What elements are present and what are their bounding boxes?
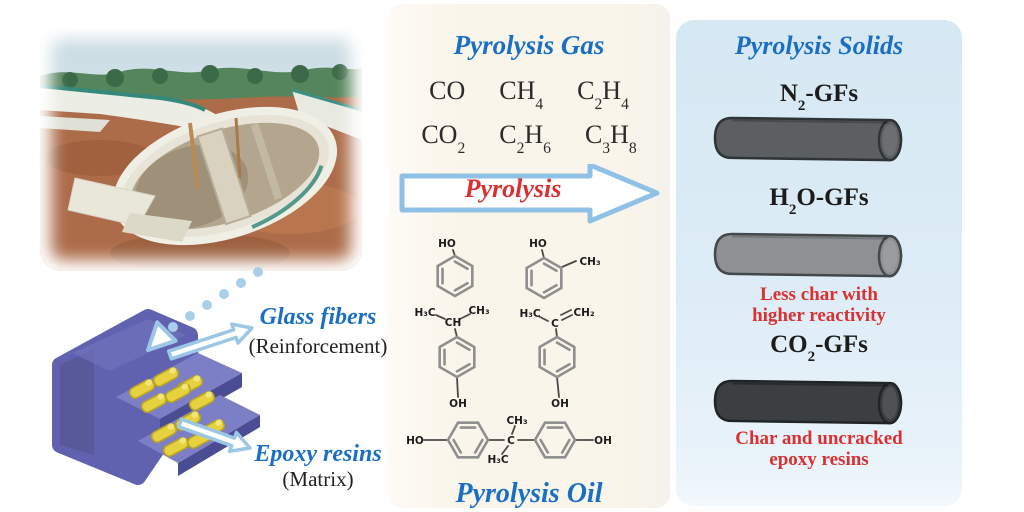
co2-gfs-label: CO2-GFs [770, 331, 868, 366]
n2-gfs-cylinder [713, 116, 903, 162]
note-line-1: Char and uncracked [735, 428, 903, 449]
bonds [423, 249, 594, 455]
bpa-c: C [507, 435, 515, 447]
cylinder-body [713, 232, 903, 278]
blade-piece-right [292, 90, 362, 140]
ipp-oh: OH [449, 398, 467, 410]
end-cap-sheen [882, 240, 898, 273]
end-cap-sheen [882, 387, 898, 420]
cylinder-rim [732, 382, 889, 387]
cresol-ch3: CH₃ [579, 256, 600, 268]
cylinder-rim [732, 119, 889, 124]
cylinder-end-cap [877, 234, 903, 278]
ipp-h3c: H₃C [414, 307, 435, 319]
shear-web [196, 127, 252, 226]
gas-formula: CO2 [421, 120, 466, 157]
wood-prop [188, 122, 200, 189]
pyrolysis-solids-title: Pyrolysis Solids [734, 31, 904, 60]
ipp-ch: CH [445, 317, 462, 329]
note-line-1: Less char with [760, 284, 878, 305]
co2-gfs-note: Char and uncracked epoxy resins [676, 428, 962, 470]
h2o-gfs-label: H2O-GFs [769, 184, 869, 219]
ipe-c: C [551, 318, 559, 330]
wind-blade-photo [40, 28, 362, 271]
pyrolysis-oil-title: Pyrolysis Oil [455, 478, 603, 509]
composite-block-illustration [52, 309, 260, 485]
blade-long-left [40, 86, 218, 132]
blade-piece-back [40, 116, 110, 132]
block-left-shade [60, 349, 94, 455]
reinforcement-label: (Reinforcement) [248, 334, 388, 358]
gas-formula-row: CO2 C2H6 C3H8 [388, 120, 670, 157]
note-line-2: higher reactivity [752, 305, 886, 326]
cylinder-end-cap [877, 118, 903, 162]
bpa-h3c: H₃C [487, 454, 508, 466]
pyrolysis-oil-structures: HO HO CH₃ H₃C CH CH₃ OH H₃C C CH₂ OH HO … [406, 238, 612, 466]
ipp-ch3: CH₃ [468, 305, 489, 317]
co2-gfs-cylinder [713, 379, 903, 425]
epoxy-resins-label: Epoxy resins [254, 441, 382, 467]
trees [62, 64, 348, 88]
pyrolysis-products-panel [388, 4, 670, 508]
wood-prop [234, 117, 242, 179]
ipe-oh: OH [551, 398, 569, 410]
gas-formula: C2H4 [577, 76, 629, 113]
gas-formula: CO [429, 76, 466, 105]
cylinder-body [713, 379, 903, 425]
h2o-gfs-note: Less char with higher reactivity [676, 284, 962, 326]
note-line-2: epoxy resins [769, 449, 869, 470]
h2o-gfs-cylinder [713, 232, 903, 278]
bpa-ho: HO [406, 435, 424, 447]
end-cap-sheen [882, 124, 898, 157]
soil-patch [110, 233, 290, 271]
matrix-label: (Matrix) [282, 467, 354, 491]
debris-panel [122, 213, 192, 242]
cylinder-rim [732, 235, 889, 240]
pyrolysis-gas-title: Pyrolysis Gas [453, 30, 605, 60]
cylinder-body [713, 116, 903, 162]
blade-teal-edge [40, 84, 206, 112]
gas-formula-row: CO CH4 C2H4 [388, 76, 670, 113]
cresol-ho: HO [529, 238, 547, 250]
structure-labels: HO HO CH₃ H₃C CH CH₃ OH H₃C C CH₂ OH HO … [406, 238, 612, 466]
blade-teal-edge [291, 88, 362, 112]
wind-blade-photo-scene [40, 28, 362, 271]
benzene-rings [436, 254, 577, 459]
bpa-oh: OH [594, 435, 612, 447]
cylinder-end-cap [877, 381, 903, 425]
gas-formula: C2H6 [499, 120, 551, 157]
gas-formula: CH4 [499, 76, 544, 113]
n2-gfs-label: N2-GFs [779, 80, 859, 115]
glass-fibers-label: Glass fibers [259, 304, 377, 330]
phenol-ho: HO [438, 238, 456, 250]
pyrolysis-process-arrow [399, 164, 660, 224]
ipe-h3c: H₃C [519, 308, 540, 320]
gas-formula: C3H8 [584, 120, 637, 157]
pyrolysis-arrow-label: Pyrolysis [464, 174, 562, 203]
ipe-ch2: CH₂ [573, 307, 594, 319]
bpa-ch3: CH₃ [506, 415, 527, 427]
